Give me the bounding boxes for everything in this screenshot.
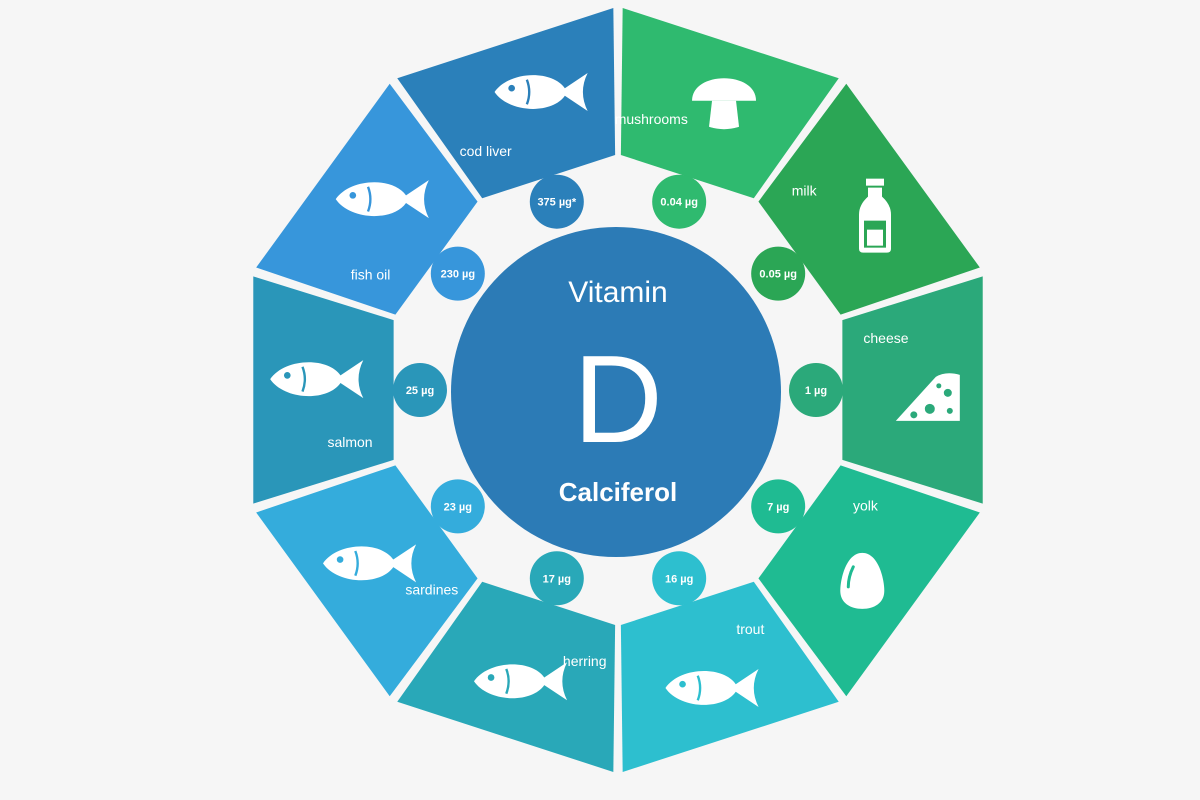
- segment-mushrooms: mushrooms: [615, 8, 839, 199]
- amount-label-sardines: 23 µg: [444, 501, 472, 513]
- segment-fish-oil: fish oil: [256, 83, 478, 315]
- amount-label-cod-liver: 375 µg*: [537, 197, 576, 209]
- amount-badge-mushrooms: 0.04 µg: [652, 174, 707, 229]
- amount-badge-milk: 0.05 µg: [751, 246, 806, 301]
- amount-label-salmon: 25 µg: [406, 385, 434, 397]
- amount-circle-yolk: [751, 479, 806, 534]
- segment-label-salmon: salmon: [327, 434, 372, 450]
- segment-cheese: cheese: [842, 276, 983, 504]
- amount-circle-cheese: [789, 363, 843, 417]
- amount-label-milk: 0.05 µg: [759, 269, 797, 281]
- segment-label-cod-liver: cod liver: [460, 143, 512, 159]
- vitamin-letter: D: [573, 331, 663, 469]
- vitamin-subtitle: Calciferol: [559, 477, 678, 507]
- segment-sardines-shape: [256, 465, 478, 697]
- amount-label-herring: 17 µg: [543, 573, 571, 585]
- segment-label-milk: milk: [792, 182, 818, 198]
- segment-milk: milk: [758, 83, 980, 315]
- amount-label-cheese: 1 µg: [805, 385, 827, 397]
- amount-circle-cod-liver: [529, 174, 584, 229]
- segment-label-fish-oil: fish oil: [351, 267, 391, 283]
- segment-sardines: sardines: [256, 465, 478, 697]
- amount-label-mushrooms: 0.04 µg: [660, 197, 698, 209]
- segment-yolk: yolk: [758, 465, 980, 697]
- segment-label-mushrooms: mushrooms: [615, 111, 688, 127]
- amount-badge-cod-liver: 375 µg*: [529, 174, 584, 229]
- amount-badge-yolk: 7 µg: [751, 479, 806, 534]
- amount-badge-herring: 17 µg: [529, 551, 584, 606]
- segment-cheese-shape: [842, 276, 983, 504]
- amount-circle-mushrooms: [652, 174, 707, 229]
- segment-herring: herring: [397, 581, 616, 772]
- amount-label-trout: 16 µg: [665, 573, 693, 585]
- amount-badge-sardines: 23 µg: [430, 479, 485, 534]
- amount-circle-milk: [751, 246, 806, 301]
- segment-label-sardines: sardines: [405, 582, 458, 598]
- segment-cod-liver: cod liver: [397, 8, 616, 199]
- amount-circle-fish-oil: [430, 246, 485, 301]
- segment-label-trout: trout: [736, 621, 764, 637]
- segment-label-yolk: yolk: [853, 497, 879, 513]
- segment-salmon: salmon: [253, 276, 394, 504]
- amount-circle-salmon: [393, 363, 447, 417]
- amount-circle-sardines: [430, 479, 485, 534]
- segment-label-herring: herring: [563, 653, 607, 669]
- segment-label-cheese: cheese: [863, 330, 908, 346]
- amount-label-yolk: 7 µg: [767, 501, 789, 513]
- vitamin-title: Vitamin: [568, 276, 668, 309]
- segment-trout: trout: [620, 581, 839, 772]
- segment-trout-shape: [620, 581, 839, 772]
- segment-cod-liver-shape: [397, 8, 616, 199]
- center-circle: [451, 227, 781, 557]
- amount-label-fish-oil: 230 µg: [441, 269, 475, 281]
- amount-circle-herring: [529, 551, 584, 606]
- amount-badge-cheese: 1 µg: [789, 363, 843, 417]
- amount-badge-salmon: 25 µg: [393, 363, 447, 417]
- amount-badge-trout: 16 µg: [652, 551, 707, 606]
- amount-badge-fish-oil: 230 µg: [430, 246, 485, 301]
- center-badge: Vitamin D Calciferol: [451, 227, 781, 557]
- amount-circle-trout: [652, 551, 707, 606]
